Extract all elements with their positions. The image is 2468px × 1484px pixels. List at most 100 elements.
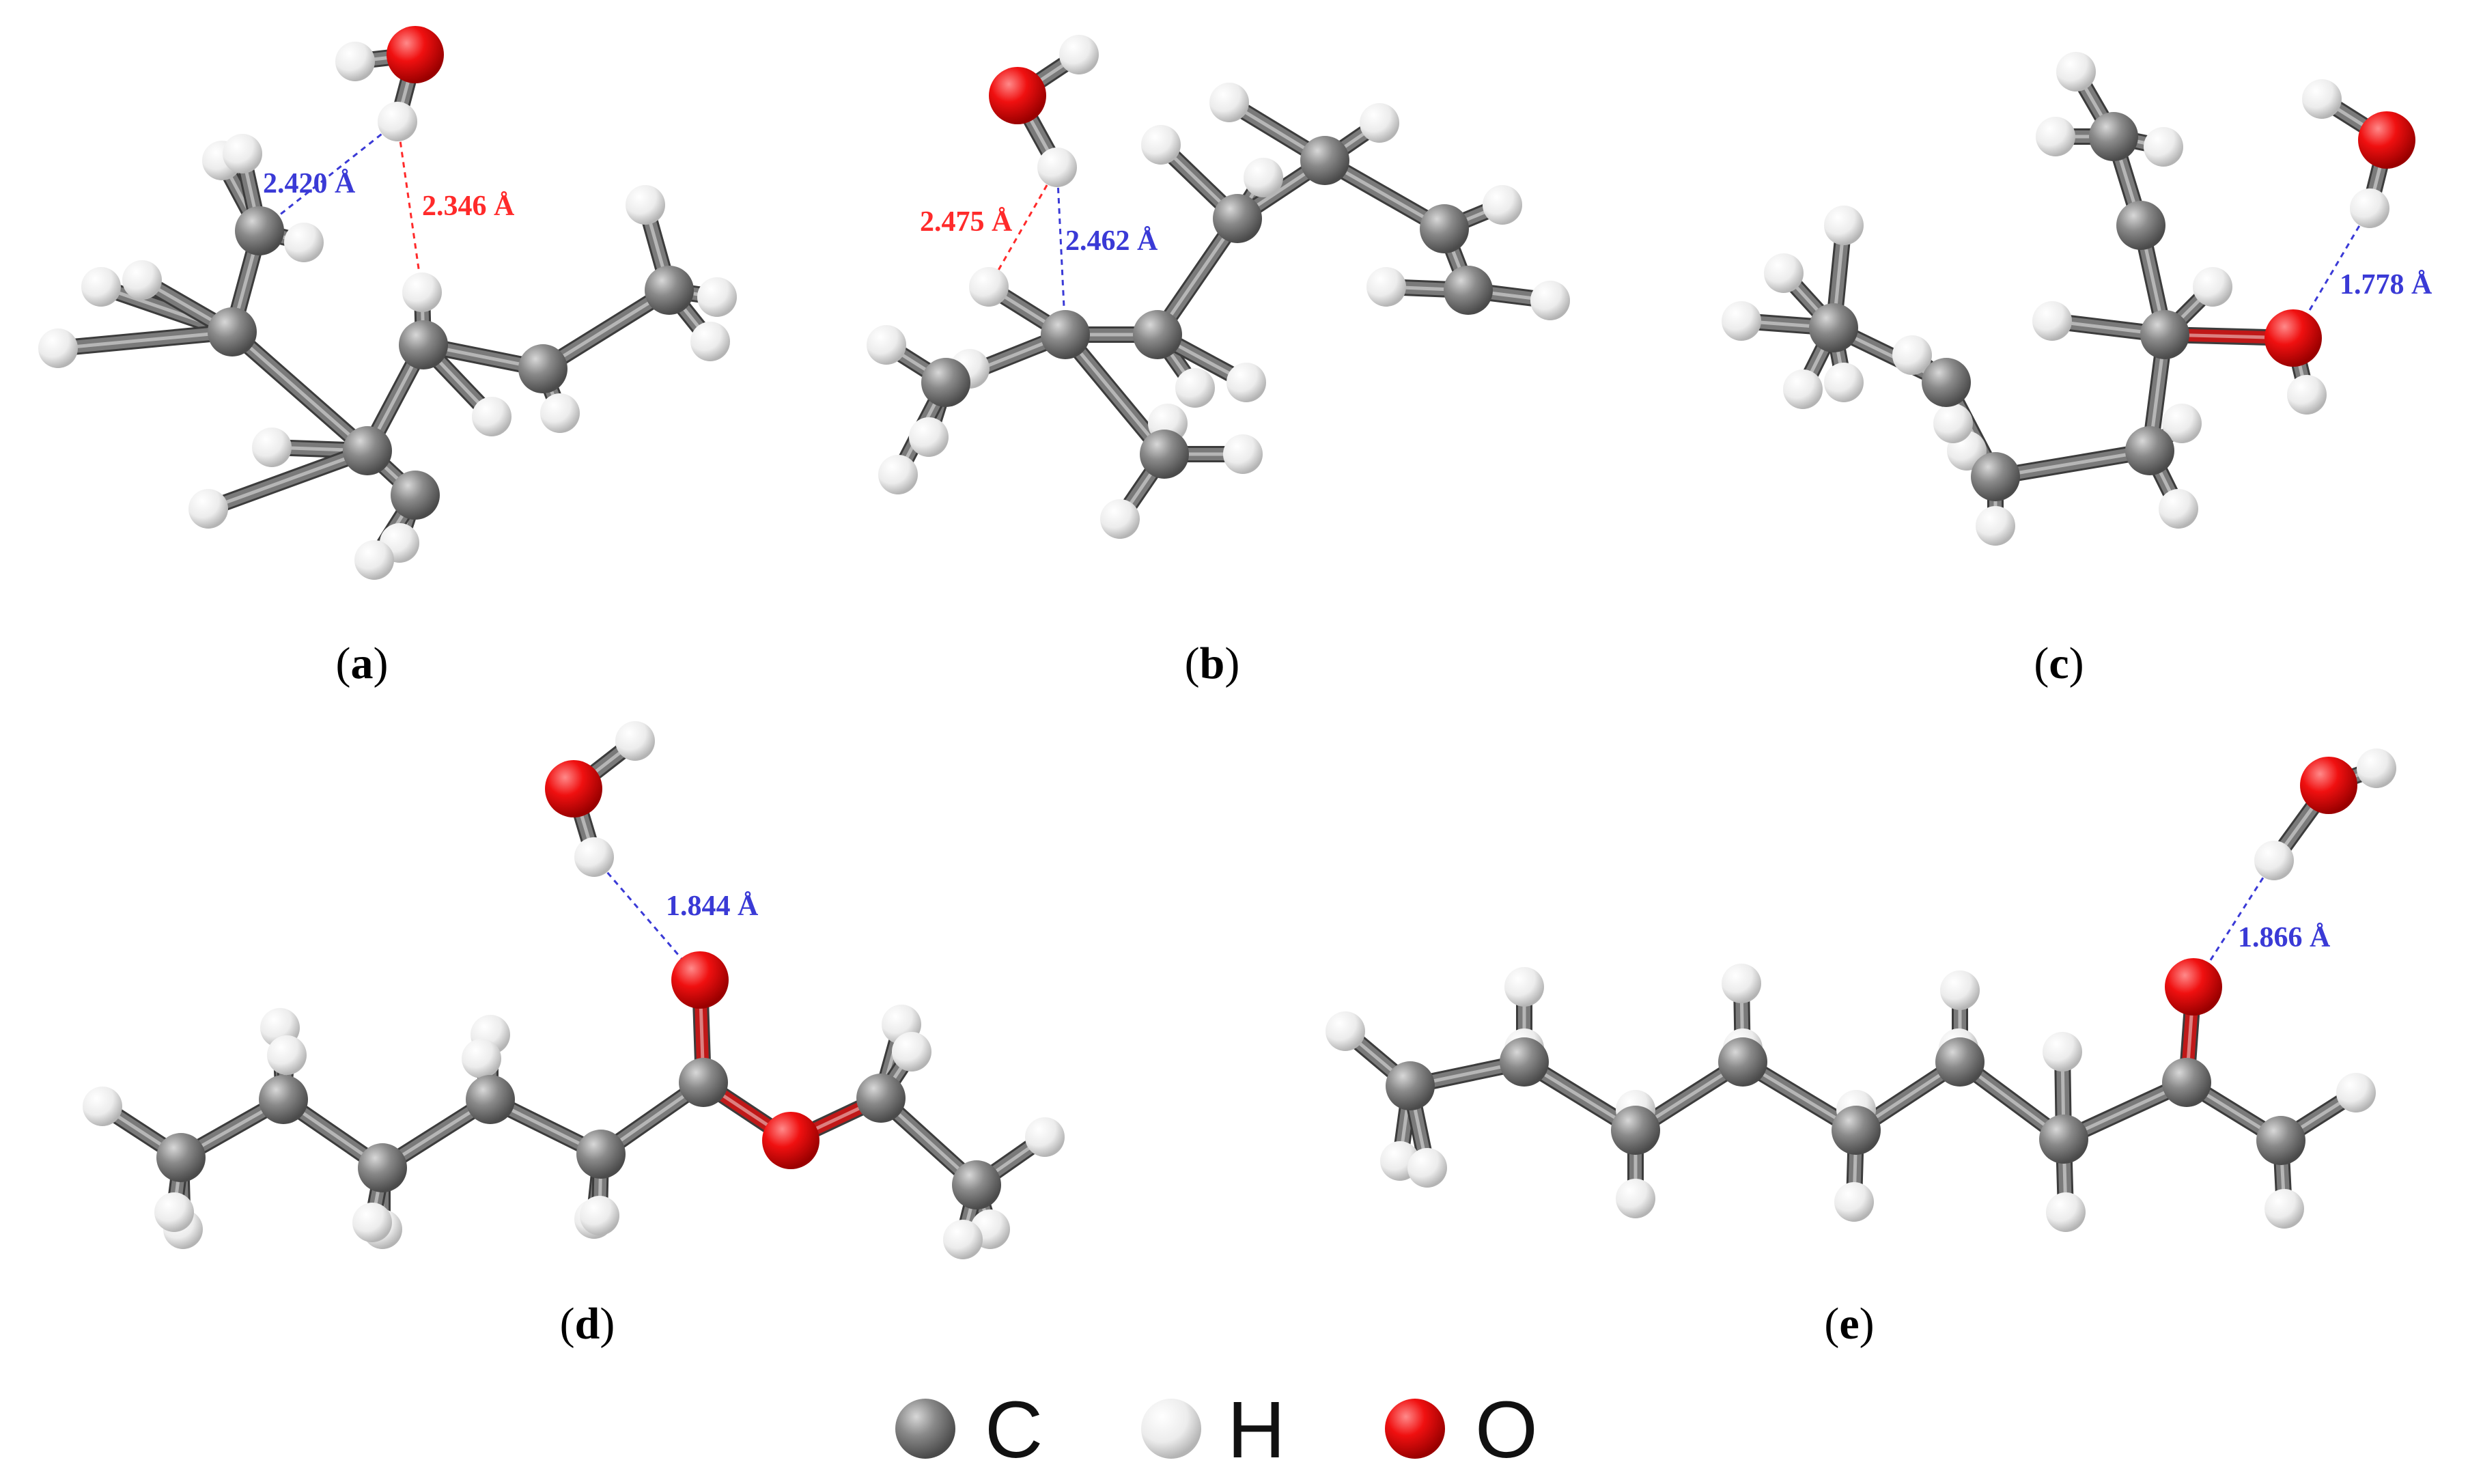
hydrogen-atom-e-10 [2046,1192,2086,1232]
hydrogen-atom-b-22 [1360,103,1399,143]
hydrogen-atom-a-8 [81,267,121,307]
hydrogen-atom-d-28 [154,1192,194,1232]
carbon-atom-d-4 [679,1058,728,1107]
legend-hydrogen-sphere-icon [1141,1399,1201,1459]
panel-label-d: (d) [560,1299,615,1349]
hydrogen-atom-c-12 [2144,127,2183,167]
hydrogen-atom-b-7 [867,325,906,365]
oxygen-atom-c-3 [2264,309,2322,367]
oxygen-atom-b-0 [989,67,1046,124]
hydrogen-atom-a-15 [354,540,394,580]
bond-a-9 [224,324,376,459]
legend-oxygen-label: O [1475,1385,1538,1475]
carbon-atom-b-23 [1420,204,1469,253]
carbon-atom-d-25 [156,1133,206,1182]
oxygen-atom-d-5 [762,1112,819,1169]
carbon-atom-e-11 [1935,1037,1985,1087]
hydrogen-bond-a-0 [259,120,398,232]
bond-a-20 [535,282,677,377]
hydrogen-atom-b-12 [1226,363,1266,402]
panel-d-distances: 1.844 Å [666,891,759,922]
carbon-atom-b-6 [921,358,970,407]
distance-label-a-1: 2.420 Å [263,168,356,199]
hydrogen-atom-d-18 [462,1039,501,1078]
carbon-atom-a-25 [391,471,440,520]
hydrogen-atom-b-9 [878,455,918,494]
legend-carbon-sphere-icon [895,1399,955,1459]
hydrogen-atom-a-13 [188,489,228,529]
hydrogen-atom-c-21 [1933,404,1973,443]
carbon-atom-d-9 [952,1160,1001,1209]
hydrogen-atom-a-17 [402,272,442,312]
panel-c-distances: 1.778 Å [2340,269,2432,300]
carbon-atom-e-23 [1500,1037,1549,1087]
hydrogen-atom-d-12 [943,1220,983,1259]
hydrogen-atom-a-1 [335,42,375,81]
hydrogen-atom-d-15 [580,1196,619,1235]
hydrogen-atom-b-26 [1366,267,1406,307]
legend-hydrogen-label: H [1227,1385,1285,1475]
carbon-atom-a-7 [208,307,257,356]
legend-oxygen-sphere-icon [1385,1399,1445,1459]
hydrogen-atom-a-2 [378,102,417,141]
hydrogen-atom-e-2 [2254,841,2294,880]
hydrogen-atom-b-8 [909,417,949,457]
hydrogen-atom-e-24 [1504,967,1544,1007]
hydrogen-atom-c-25 [1722,301,1761,341]
hydrogen-atom-b-11 [1175,368,1215,408]
hydrogen-atom-c-2 [2350,188,2389,228]
hydrogen-atom-c-15 [2159,489,2198,529]
hydrogen-atom-a-10 [38,328,78,368]
hydrogen-atom-b-2 [1037,148,1077,187]
hydrogen-atom-b-18 [1141,125,1181,165]
hydrogen-atom-b-25 [1483,185,1522,225]
panel-label-a: (a) [336,639,389,688]
hydrogen-atom-b-27 [1530,281,1570,320]
hydrogen-atom-b-21 [1209,83,1249,122]
carbon-atom-e-8 [2039,1115,2088,1164]
distance-label-d-1: 1.844 Å [666,891,759,922]
carbon-atom-a-3 [235,206,284,255]
hydrogen-atom-d-26 [83,1087,122,1126]
hydrogen-atom-c-20 [1892,335,1932,375]
hydrogen-atom-d-24 [267,1035,307,1075]
distance-label-c-1: 1.778 Å [2340,269,2432,300]
carbon-atom-e-20 [1611,1106,1660,1155]
hydrogen-atom-c-26 [1824,206,1864,245]
distance-label-e-1: 1.866 Å [2238,922,2331,953]
bond-a-11 [200,443,376,517]
carbon-atom-a-21 [645,266,694,315]
hydrogen-atom-b-16 [1223,434,1263,474]
hydrogen-atom-c-24 [1783,369,1823,409]
carbon-atom-c-9 [2089,112,2138,161]
hydrogen-atom-a-6 [223,134,262,173]
carbon-atom-b-17 [1213,194,1262,243]
hydrogen-bond-b-1 [1056,167,1067,335]
hydrogen-atom-c-7 [2193,267,2232,307]
carbon-atom-d-13 [576,1130,626,1179]
carbon-atom-c-13 [2125,426,2174,475]
carbon-atom-e-17 [1718,1037,1767,1087]
hydrogen-atom-e-15 [1834,1182,1874,1222]
carbon-atom-e-26 [1386,1061,1435,1110]
carbon-atom-e-4 [2162,1058,2211,1107]
bond-a-8 [50,324,240,356]
distance-label-b-2: 2.462 Å [1065,225,1158,257]
hydrogen-atom-d-21 [352,1203,392,1242]
hydrogen-atom-a-18 [472,397,511,436]
panel-label-e: (e) [1824,1299,1874,1349]
carbon-atom-c-16 [1971,452,2020,501]
oxygen-atom-d-3 [671,951,729,1009]
hydrogen-atom-c-17 [1976,506,2015,546]
carbon-atom-d-19 [358,1143,407,1192]
carbon-atom-c-22 [1809,303,1858,352]
panel-a-distances: 2.420 Å 2.346 Å [263,168,515,222]
hydrogen-atom-b-19 [1244,158,1283,197]
carbon-atom-b-24 [1444,266,1493,315]
hydrogen-atom-a-24 [690,322,730,361]
distance-label-a-2: 2.346 Å [422,191,515,222]
hydrogen-atom-d-1 [615,721,655,761]
bond-c-14 [1987,443,2158,485]
carbon-atom-d-22 [259,1075,308,1124]
carbon-atom-b-10 [1133,310,1182,359]
